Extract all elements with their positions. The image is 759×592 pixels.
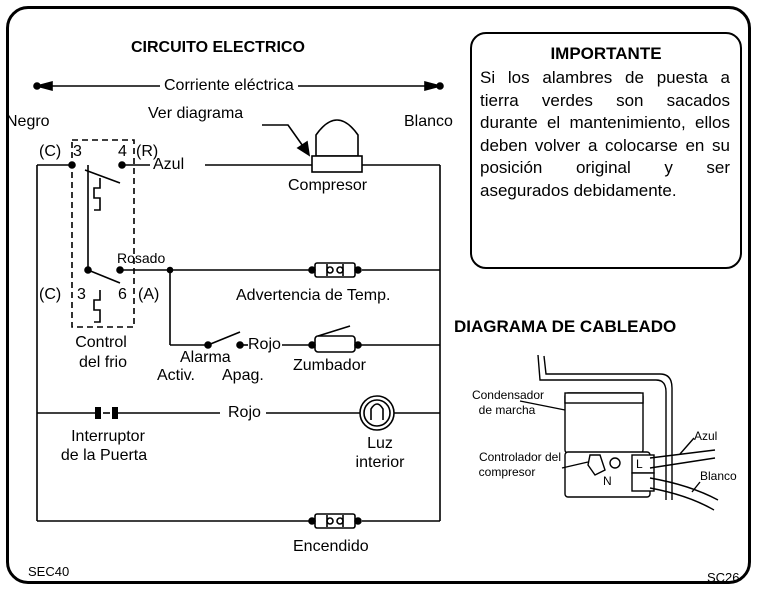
- cold-switch-bottom-blade: [87, 269, 121, 284]
- rosado-label: Rosado: [117, 250, 166, 266]
- wiring-title: DIAGRAMA DE CABLEADO: [454, 317, 677, 336]
- current-arrow-left-head: [33, 80, 53, 92]
- zumbador-body: [314, 335, 356, 353]
- interruptor-label-line1: Interruptor: [71, 428, 145, 445]
- azul-label: Azul: [153, 156, 185, 173]
- terminal-6-label: 6: [118, 286, 127, 303]
- controlador-label-line2: compresor: [478, 465, 536, 479]
- activ-label: Activ.: [157, 367, 195, 384]
- door-switch-left: [95, 407, 101, 419]
- ver-diagrama-label: Ver diagrama: [148, 105, 244, 122]
- terminal-n-label: N: [603, 474, 612, 488]
- cold-switch-top-blade: [84, 169, 121, 184]
- importante-title: IMPORTANTE: [550, 44, 662, 63]
- condensador-label-line2: de marcha: [478, 403, 536, 417]
- compressor-dome: [315, 119, 359, 157]
- zumbador-label: Zumbador: [293, 357, 366, 374]
- control-label-line1: Control: [75, 334, 127, 351]
- left-code: SEC40: [28, 564, 70, 579]
- apag-label: Apag.: [222, 367, 264, 384]
- corriente-label: Corriente eléctrica: [160, 78, 298, 94]
- advertencia-lamp: [314, 262, 356, 278]
- right-code: SC26: [707, 570, 740, 585]
- encendido-lamp: [314, 513, 356, 529]
- blanco-label: Blanco: [404, 113, 453, 130]
- cold-switch-top-bimetal: [93, 178, 101, 211]
- advertencia-label: Advertencia de Temp.: [236, 287, 391, 304]
- terminal-3-bot-label: 3: [77, 286, 86, 303]
- wiring-illustration: [519, 354, 719, 511]
- control-label-line2: del frio: [78, 354, 128, 371]
- circuit-title: CIRCUITO ELECTRICO: [131, 39, 305, 56]
- terminal-3-top-label: 3: [73, 143, 82, 160]
- door-switch-right: [112, 407, 118, 419]
- c-bot-label: (C): [39, 286, 62, 303]
- terminal-l-label: L: [636, 457, 643, 471]
- encendido-label: Encendido: [293, 538, 369, 555]
- current-arrow-right-head: [424, 80, 444, 92]
- cold-control-box: [71, 139, 135, 328]
- current-dot-left: [33, 82, 41, 90]
- current-dot-right: [436, 82, 444, 90]
- condensador-label-line1: Condensador: [471, 388, 545, 402]
- alarma-label: Alarma: [180, 349, 231, 366]
- controlador-label-line1: Controlador del: [478, 450, 562, 464]
- interior-light-bulb: [359, 395, 395, 431]
- rojo-top-label: Rojo: [248, 336, 281, 353]
- compresor-label: Compresor: [288, 177, 368, 194]
- wiring-azul-label: Azul: [694, 429, 718, 443]
- compressor-base: [311, 155, 363, 173]
- alarm-switch-blade: [207, 331, 241, 346]
- luz-label-line2: interior: [355, 454, 405, 471]
- importante-box: IMPORTANTE Si los alambres de puesta a t…: [470, 32, 742, 269]
- ver-diagrama-arrow: [262, 124, 306, 150]
- cold-switch-bottom-bimetal: [93, 290, 101, 323]
- wiring-blanco-label: Blanco: [700, 469, 737, 483]
- c-top-label: (C): [39, 143, 62, 160]
- rojo-bottom-label: Rojo: [228, 404, 261, 421]
- terminal-4-label: 4: [118, 143, 127, 160]
- negro-label: Negro: [6, 113, 50, 130]
- r-label: (R): [136, 143, 159, 160]
- luz-label-line1: Luz: [367, 435, 393, 452]
- a-label: (A): [138, 286, 160, 303]
- importante-text: Si los alambres de puesta a tierra verde…: [480, 68, 730, 200]
- interruptor-label-line2: de la Puerta: [60, 447, 148, 464]
- diagram-frame: [6, 6, 751, 584]
